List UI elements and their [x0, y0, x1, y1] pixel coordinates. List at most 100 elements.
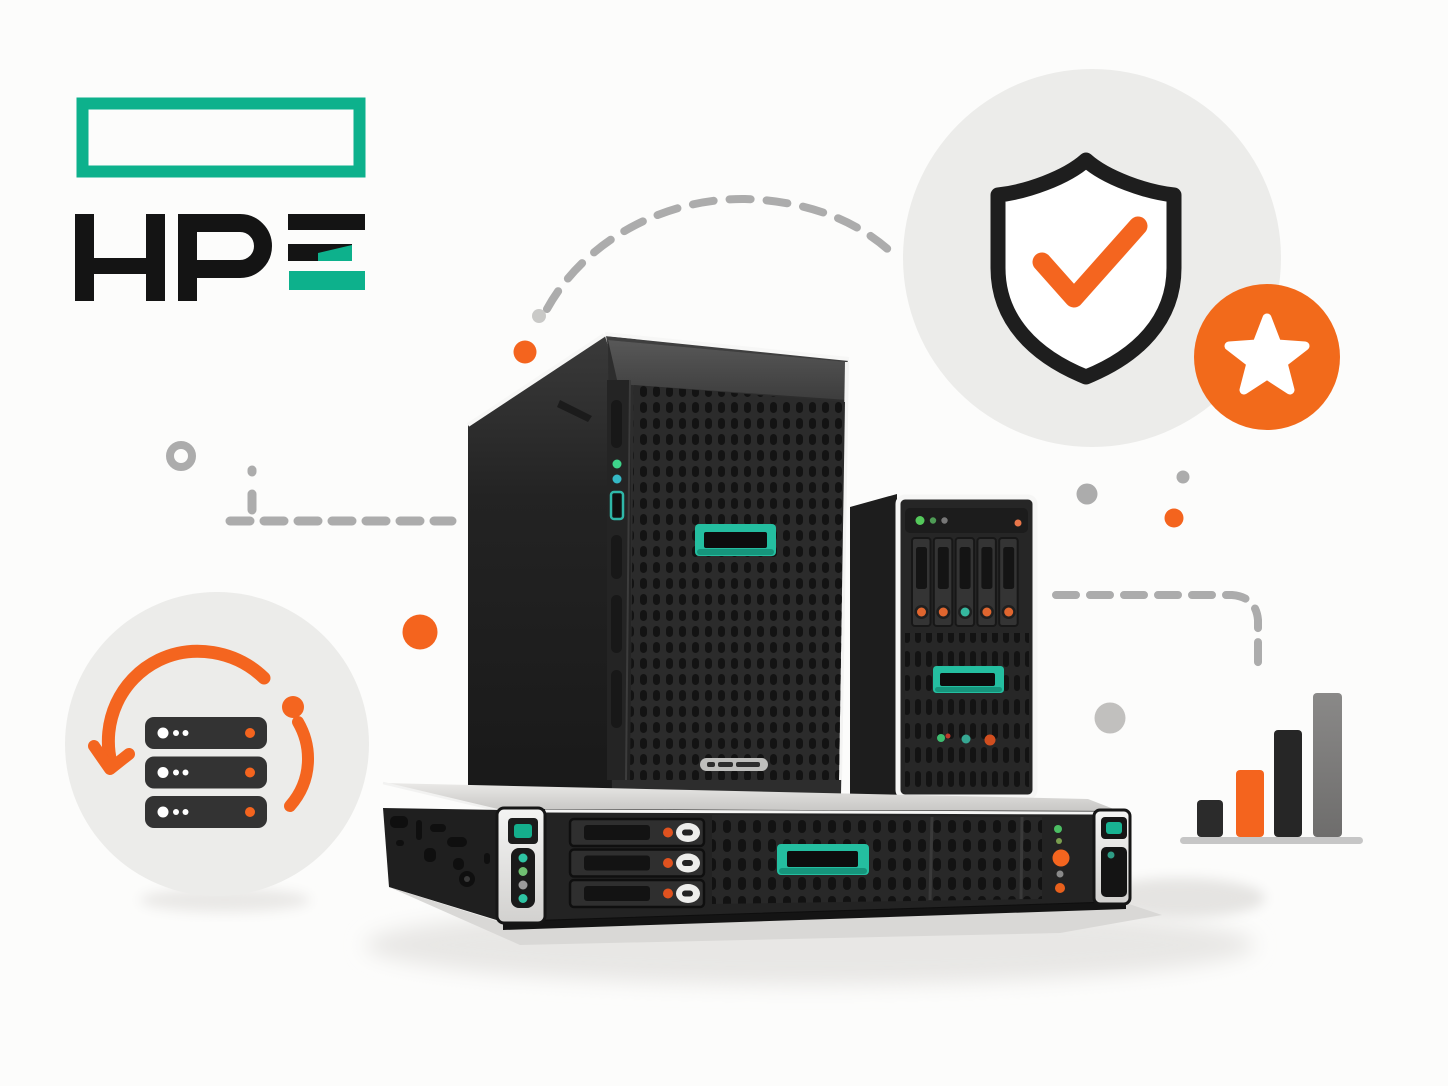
rack-grille-seam-2 — [1019, 816, 1024, 900]
rack-status-led — [1056, 838, 1062, 844]
hpe-logo-letter-e — [288, 214, 365, 290]
drive-bay-button — [917, 607, 926, 617]
tower-edge-highlight-top — [604, 332, 850, 361]
star-icon — [1224, 313, 1310, 395]
rack-side-panel — [383, 808, 503, 922]
panel-led — [1014, 519, 1022, 527]
tower-power-button — [609, 490, 625, 521]
chart-bars — [1197, 693, 1342, 837]
hpe-logo: HPE — [75, 97, 366, 301]
server-row — [145, 717, 267, 749]
refresh-arrow-left — [101, 644, 271, 770]
tower-server-small — [850, 494, 1038, 802]
rack-grille — [712, 815, 1042, 904]
small-tower-lower-led-3 — [961, 734, 971, 744]
connector-right — [402, 470, 1262, 734]
server-row — [145, 796, 267, 828]
rack-bay-led — [663, 888, 673, 899]
accent-dot-gray-3 — [1094, 702, 1126, 734]
server-row-led-small — [182, 769, 189, 776]
refresh-arrow-right — [284, 716, 314, 812]
sync-circle-shadow — [140, 888, 310, 912]
rack-ear-led — [518, 867, 528, 876]
hpe-logo-letter-p — [178, 214, 272, 301]
panel-led — [941, 517, 948, 524]
rack-side-cutouts — [390, 816, 490, 887]
rack-bay-led — [663, 827, 673, 838]
rack-status-led — [1056, 870, 1064, 878]
server-row-led-small — [173, 809, 179, 815]
hpe-logo-letter-h — [75, 214, 165, 301]
tower-strip-slot-4 — [611, 670, 622, 728]
chart-bar — [1313, 693, 1342, 837]
rack-ear-led — [518, 880, 528, 890]
hpe-logo-mark — [76, 97, 366, 178]
drive-bay-button — [960, 607, 970, 617]
chart-bar — [1197, 800, 1223, 837]
arc-start-dot — [532, 309, 546, 323]
server-row-led-small — [173, 730, 179, 736]
rack-left-ear — [495, 806, 547, 925]
server-row-led-orange — [245, 728, 255, 738]
chart-bar — [1236, 770, 1264, 837]
rack-bottom-strip — [503, 902, 1126, 930]
server-row-led-big — [157, 806, 169, 818]
tower-grille — [630, 385, 845, 780]
rack-ear-led — [518, 853, 528, 863]
tower-side-streak — [557, 400, 592, 422]
rack-status-leds — [1052, 825, 1070, 893]
rack-ear-leds — [518, 853, 528, 903]
accent-dot-orange-2 — [1164, 508, 1184, 528]
rack-bay-label — [584, 825, 650, 840]
server-row-led-orange — [245, 807, 255, 817]
rack-top-edge-highlight — [382, 781, 506, 814]
tower-edge-highlight-left — [466, 333, 606, 427]
rack-drive-bays — [568, 817, 706, 909]
tower-led-green — [612, 459, 622, 469]
shield-icon — [990, 152, 1182, 385]
small-tower-led-bar — [905, 508, 1028, 533]
drive-bay-button — [938, 607, 948, 617]
rack-bay-label — [584, 886, 650, 901]
tower-strip-slot-2 — [611, 535, 622, 579]
hpe-badge-tower-small — [933, 666, 1004, 693]
connector-ring — [166, 441, 196, 471]
server-row-led-big — [157, 727, 169, 739]
rack-bay-eject-slot — [682, 829, 693, 836]
accent-dot-gray-2 — [1176, 470, 1190, 484]
rack-bay-label — [584, 855, 650, 871]
panel-led — [929, 517, 937, 524]
bar-chart-icon — [1180, 693, 1363, 844]
rack-status-led — [1054, 825, 1062, 833]
server-row-led-small — [182, 809, 189, 815]
refresh-arrow-dot — [282, 696, 304, 718]
small-tower-lower-led-1 — [937, 734, 945, 742]
rack-top-face — [383, 783, 1124, 813]
rack-ear-power-button — [514, 824, 532, 838]
tower-strip-seam — [625, 379, 631, 781]
tower-edge-highlight-right — [838, 361, 849, 781]
checkmark-icon — [1032, 216, 1148, 308]
star-badge — [1194, 284, 1340, 430]
small-tower-side-panel — [850, 494, 897, 802]
refresh-servers-icon — [65, 592, 369, 912]
connector-left — [166, 441, 457, 526]
dashed-arc — [543, 194, 901, 313]
tower-side-panel — [468, 336, 616, 795]
drive-bay-slot — [937, 547, 949, 589]
drive-bay-button — [1004, 607, 1014, 617]
rack-front-top-highlight — [544, 809, 1097, 815]
small-tower-drive-bays — [911, 537, 1019, 627]
tower-top-bezel — [608, 340, 848, 400]
accent-dot-orange-3 — [402, 614, 438, 650]
rack-bay-eject-slot — [682, 890, 693, 897]
drive-bay-button — [982, 607, 992, 617]
shield-check-icon — [903, 69, 1281, 447]
rack-status-led — [1055, 883, 1065, 893]
tower-model-label — [700, 758, 768, 771]
drive-bay-slot — [1003, 547, 1015, 589]
hpe-badge-tower-large — [695, 524, 776, 556]
rack-ear-led — [518, 894, 528, 903]
